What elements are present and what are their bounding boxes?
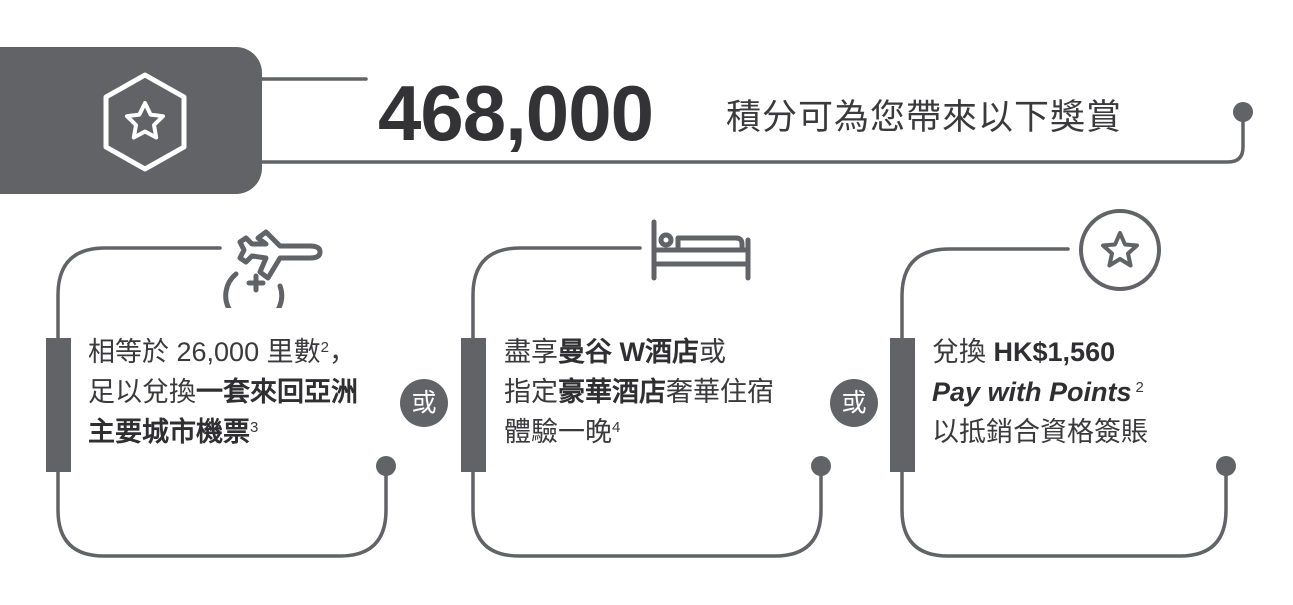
card-3-line-1: 兌換 HK$1,560 — [932, 337, 1116, 367]
card-1-text: 相等於 26,000 里數2， 足以兌換一套來回亞洲 主要城市機票3 — [88, 332, 358, 452]
card-2-line-2: 指定豪華酒店奢華住宿 — [504, 377, 774, 407]
card-3-accent-bar — [890, 338, 915, 472]
card-3-line-3: 以抵銷合資格簽賬 — [932, 417, 1148, 447]
card-2-accent-bar — [461, 338, 486, 472]
card-1-line-3: 主要城市機票3 — [88, 417, 259, 447]
card-1-accent-bar — [46, 338, 71, 472]
points-amount: 468,000 — [378, 69, 654, 157]
circle-star-icon — [1079, 209, 1161, 291]
card-2-line-3: 體驗一晚4 — [504, 417, 621, 447]
card-2-line-1: 盡享曼谷 W酒店或 — [504, 337, 726, 367]
or-separator-2: 或 — [830, 379, 878, 427]
plane-plus-icon — [223, 229, 323, 308]
card-1-line-2: 足以兌換一套來回亞洲 — [88, 377, 358, 407]
header-subtitle: 積分可為您帶來以下獎賞 — [726, 98, 1123, 137]
bed-icon — [651, 219, 751, 281]
header-icon-box — [0, 47, 262, 194]
hexagon-star-icon — [103, 72, 187, 172]
card-2-text: 盡享曼谷 W酒店或 指定豪華酒店奢華住宿 體驗一晚4 — [504, 332, 774, 452]
or-separator-1: 或 — [400, 379, 448, 427]
card-1-line-1: 相等於 26,000 里數2， — [88, 337, 356, 367]
